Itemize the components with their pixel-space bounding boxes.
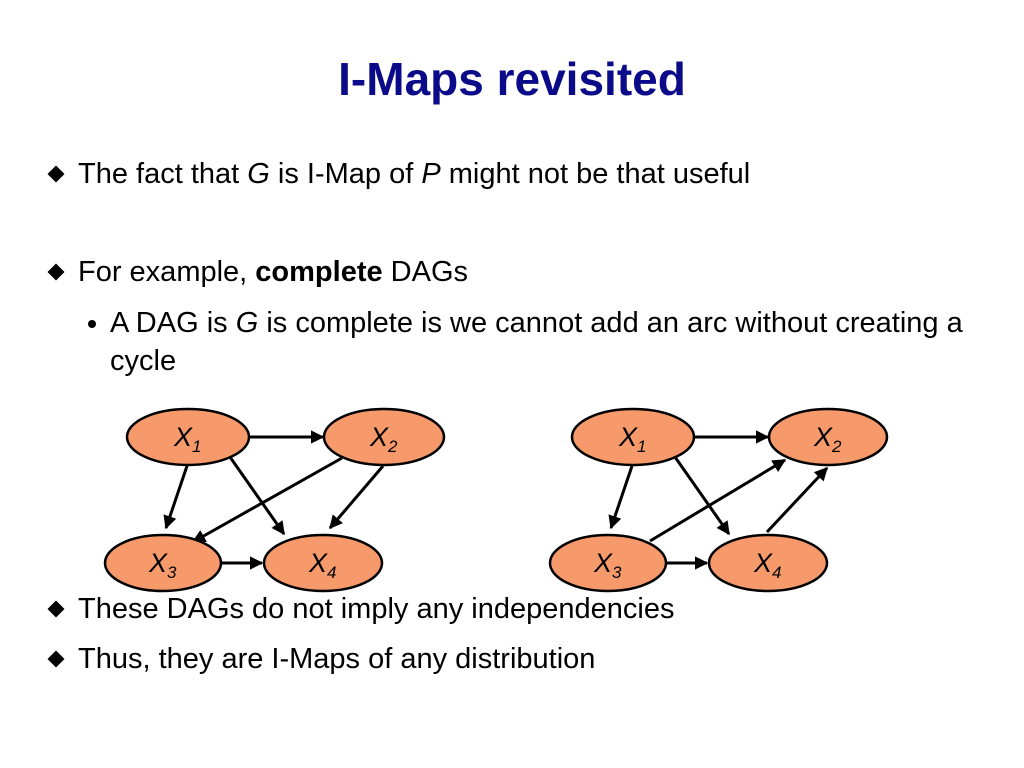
graph-1-node-x2: X2 <box>322 407 446 467</box>
node-label: X1 <box>173 422 201 456</box>
bullet-2-bold: complete <box>255 256 383 288</box>
edge-g2-x1-x3 <box>608 465 634 530</box>
node-label: X4 <box>308 548 336 582</box>
bullet-2-text-b: DAGs <box>382 256 469 288</box>
node-ellipse <box>707 533 829 593</box>
bullet-2-text-a: For example, <box>78 256 256 288</box>
sub-bullet-var-g: G <box>235 307 259 339</box>
node-ellipse <box>767 407 889 467</box>
edge-g1-x2-x3 <box>191 456 343 544</box>
bullet-1-text-b: is I-Map of <box>269 158 422 190</box>
sub-bullet-1: A DAG is G is complete is we cannot add … <box>110 304 990 380</box>
node-label: X1 <box>618 422 646 456</box>
bullet-5: Thus, they are I-Maps of any distributio… <box>78 643 596 675</box>
node-ellipse <box>262 533 384 593</box>
node-label: X4 <box>753 548 781 582</box>
graph-1-node-x4: X4 <box>262 533 384 593</box>
graph-2-node-x4: X4 <box>707 533 829 593</box>
node-ellipse <box>125 407 251 467</box>
graph-1-node-x3: X3 <box>103 533 223 593</box>
graph-2-node-x3: X3 <box>548 533 668 593</box>
bullet-1: The fact that G is I-Map of P might not … <box>78 155 750 193</box>
edge-g1-x2-x4 <box>328 465 385 530</box>
graph-1-edges <box>163 430 385 570</box>
bullet-1-text-c: might not be that useful <box>440 158 751 190</box>
node-ellipse <box>322 407 446 467</box>
bullet-1-text-a: The fact that <box>78 158 248 190</box>
edge-g2-x4-x2 <box>765 466 829 534</box>
sub-bullet-text-a: A DAG is <box>110 307 236 339</box>
node-ellipse <box>548 533 668 593</box>
edge-g1-x1-x3 <box>163 465 189 530</box>
edge-g2-x3-x2 <box>649 458 787 543</box>
bullet-4: These DAGs do not imply any independenci… <box>78 593 675 625</box>
node-label: X3 <box>593 548 622 582</box>
node-ellipse <box>570 407 696 467</box>
graph-2-node-x2: X2 <box>767 407 889 467</box>
node-label: X2 <box>369 422 398 456</box>
node-label: X2 <box>813 422 842 456</box>
slide-title: I-Maps revisited <box>338 53 686 105</box>
graph-1-node-x1: X1 <box>125 407 251 467</box>
node-label: X3 <box>148 548 177 582</box>
edge-g1-x1-x4 <box>228 456 286 536</box>
dot-bullet-icon <box>88 320 96 328</box>
edge-g2-x1-x4 <box>673 456 731 536</box>
bullet-1-var-g: G <box>247 158 270 190</box>
node-ellipse <box>103 533 223 593</box>
sub-bullet-text-b: is complete is we cannot add an arc with… <box>110 307 963 377</box>
graph-2-node-x1: X1 <box>570 407 696 467</box>
bullet-2: For example, complete DAGs <box>78 253 468 291</box>
bullet-1-var-p: P <box>421 158 441 190</box>
graph-2-edges <box>608 430 829 570</box>
